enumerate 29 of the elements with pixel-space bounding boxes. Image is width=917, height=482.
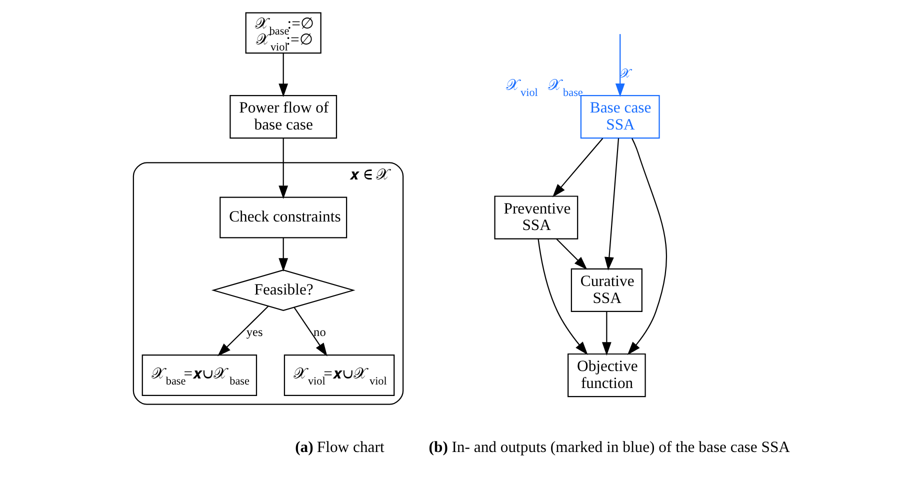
arrow (601, 312, 611, 356)
arrow (614, 34, 624, 97)
edge-label: no (313, 324, 326, 339)
arrow (556, 238, 587, 270)
arrow (626, 138, 667, 355)
label: (b) In- and outputs (marked in blue) of the base case SSA (428, 439, 790, 456)
node-box: Power flow of base case (229, 95, 337, 139)
label: (a) Flow chart (294, 439, 384, 456)
node-box: Curative SSA (570, 268, 642, 312)
arrow (217, 306, 268, 356)
node-box: 𝒳$_{viol}$=𝒙∪𝒳$_{viol}$ (283, 354, 394, 396)
node-box: 𝒳$_{base}$=𝒙∪𝒳$_{base}$ (141, 354, 257, 396)
arrow (278, 138, 288, 200)
edge-label: yes (246, 324, 262, 339)
arrow (278, 238, 288, 272)
node-box: Objective function (567, 353, 646, 398)
arrow (278, 53, 288, 98)
arrow (552, 138, 603, 198)
node-label: 𝒳$_{base}$ (547, 77, 582, 100)
node-label: 𝒳$_{viol}$ (505, 77, 538, 100)
arrow (537, 238, 588, 355)
node-box: Base case SSA (580, 95, 660, 139)
node-box: Check constraints (219, 196, 347, 238)
arrow (604, 138, 619, 271)
arrow (293, 307, 327, 356)
node-diamond: Feasible? (210, 270, 355, 311)
node-box: Preventive SSA (494, 196, 578, 240)
edge-label: 𝒳 (620, 66, 630, 80)
node-box: 𝒳$_{base}$:=∅ 𝒳$_{viol}$:=∅ (244, 12, 321, 54)
